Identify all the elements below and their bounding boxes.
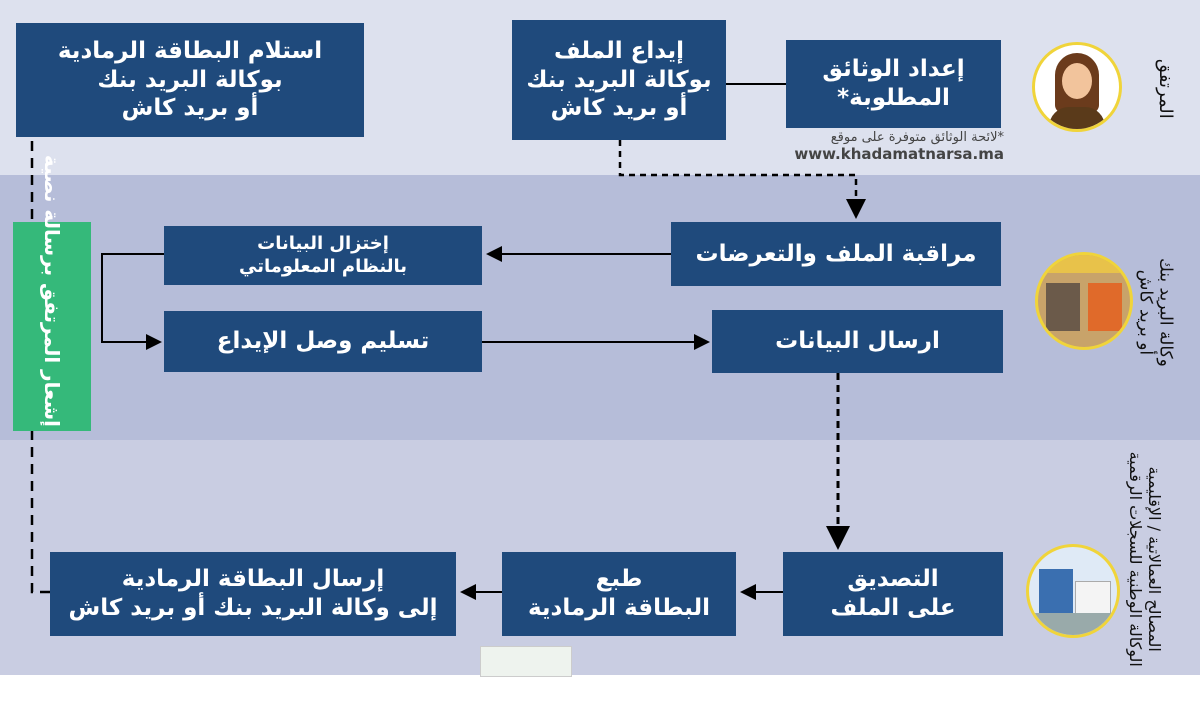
lane-label-user: المرتفق [1154, 58, 1176, 119]
card-thumbnail [480, 646, 572, 677]
box-deposit-receipt: تسليم وصل الإيداع [164, 311, 482, 372]
lane-post-office [0, 175, 1200, 440]
box-send-data: ارسال البيانات [712, 310, 1003, 373]
box-control-file: مراقبة الملف والتعرضات [671, 222, 1001, 286]
connector-capture-receipt [101, 253, 164, 350]
user-avatar-icon [1032, 42, 1122, 132]
connector-send-receive [30, 137, 50, 594]
connector-deposit-control [618, 140, 866, 219]
connectors [30, 83, 866, 600]
government-building-icon [1026, 544, 1120, 638]
post-office-building-icon [1035, 252, 1133, 350]
notify-sms-box: إشعار المرتفق برسالة نصية [13, 154, 91, 431]
